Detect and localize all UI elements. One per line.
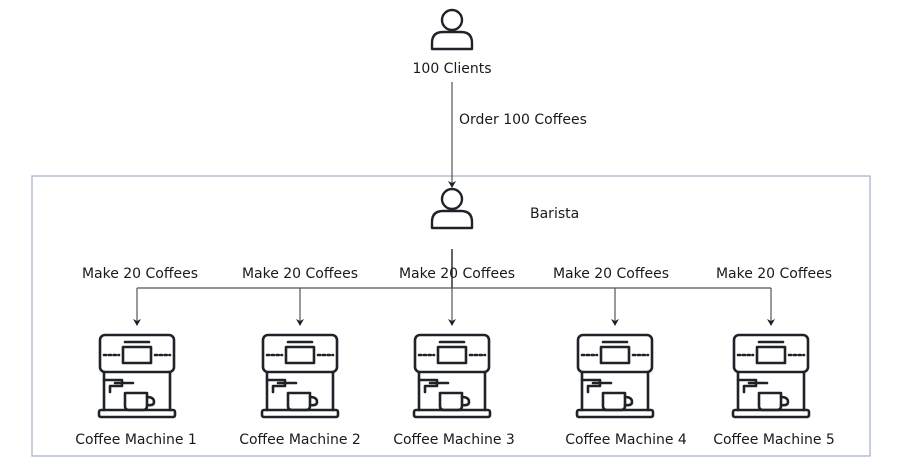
coffee-machine-2-icon [260, 333, 340, 419]
machine-4-edge-label: Make 20 Coffees [553, 266, 669, 282]
coffee-machine-1-icon [97, 333, 177, 419]
coffee-machine-4-label: Coffee Machine 4 [565, 432, 687, 448]
coffee-machine-5-label: Coffee Machine 5 [713, 432, 835, 448]
barista-container [31, 175, 871, 457]
machine-1-edge-label: Make 20 Coffees [82, 266, 198, 282]
barista-label: Barista [530, 206, 579, 222]
machine-3-edge-label: Make 20 Coffees [399, 266, 515, 282]
order-edge-label: Order 100 Coffees [459, 112, 587, 128]
coffee-machine-4-icon [575, 333, 655, 419]
coffee-machine-5-icon [731, 333, 811, 419]
coffee-machine-3-icon [412, 333, 492, 419]
clients-label: 100 Clients [413, 61, 492, 77]
machine-2-edge-label: Make 20 Coffees [242, 266, 358, 282]
barista-person-icon [430, 187, 474, 230]
machine-5-edge-label: Make 20 Coffees [716, 266, 832, 282]
coffee-machine-2-label: Coffee Machine 2 [239, 432, 361, 448]
coffee-machine-1-label: Coffee Machine 1 [75, 432, 197, 448]
coffee-machine-3-label: Coffee Machine 3 [393, 432, 515, 448]
clients-person-icon [430, 8, 474, 51]
